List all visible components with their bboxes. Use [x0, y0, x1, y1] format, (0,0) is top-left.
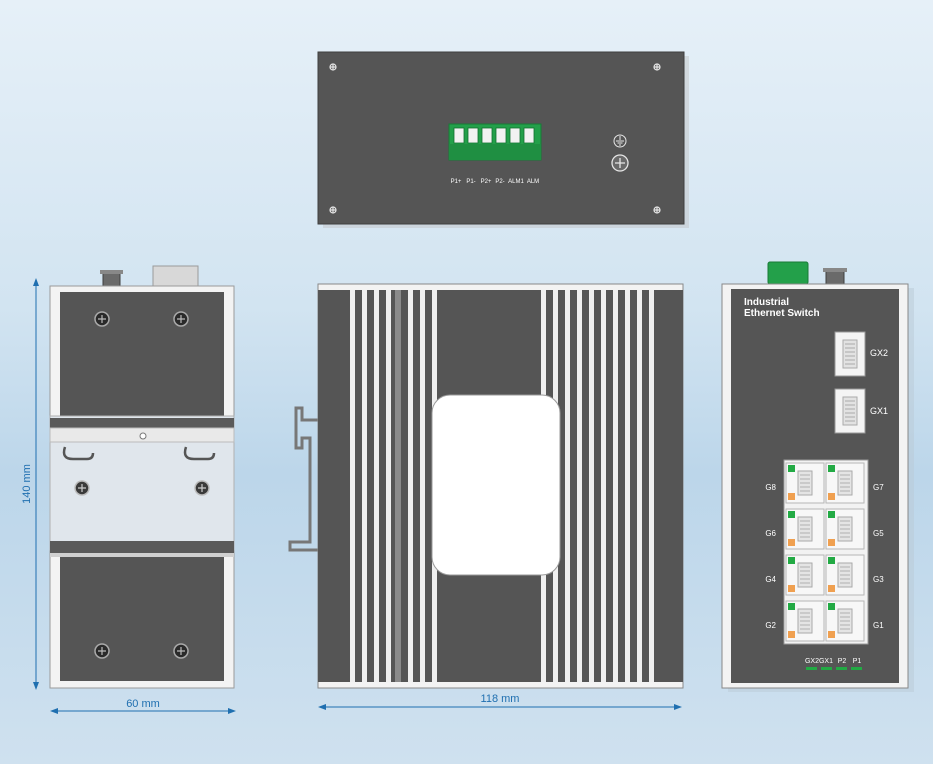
- front-view: Industrial Ethernet Switch GX2 GX1 G8 G6…: [721, 261, 914, 692]
- link-led: [788, 511, 795, 518]
- device-title-line2: Ethernet Switch: [744, 308, 820, 319]
- rj45-port-grid: [785, 462, 865, 642]
- led-label: GX2: [805, 658, 819, 665]
- label-plate: [431, 394, 561, 576]
- link-led: [828, 603, 835, 610]
- side-width-dimension: 60 mm: [50, 698, 236, 714]
- rj45-port-g4[interactable]: [785, 554, 825, 596]
- back-width-dimension: 118 mm: [318, 693, 682, 710]
- led-label: P1: [853, 658, 862, 665]
- terminal-label: ALM: [527, 179, 539, 185]
- ground-icon: [613, 134, 627, 148]
- port-label-right: G1: [873, 621, 884, 630]
- terminal-label: P1-: [466, 179, 475, 185]
- side-width-label: 60 mm: [126, 698, 160, 710]
- led-label: P2: [838, 658, 847, 665]
- link-led: [788, 465, 795, 472]
- link-led: [828, 465, 835, 472]
- activity-led: [828, 493, 835, 500]
- height-dimension: 140 mm: [21, 278, 39, 690]
- terminal-label: P2-: [495, 179, 504, 185]
- sfp-label-gx2: GX2: [870, 348, 888, 358]
- rj45-port-g2[interactable]: [785, 600, 825, 642]
- status-leds: [806, 667, 862, 670]
- activity-led: [828, 631, 835, 638]
- activity-led: [788, 539, 795, 546]
- led-label: GX1: [819, 658, 833, 665]
- back-view: [288, 283, 684, 689]
- rj45-port-g6[interactable]: [785, 508, 825, 550]
- port-label-right: G7: [873, 483, 884, 492]
- port-label-left: G8: [765, 483, 776, 492]
- activity-led: [788, 493, 795, 500]
- terminal-block: [448, 123, 542, 161]
- link-led: [788, 557, 795, 564]
- terminal-label: ALM1: [508, 179, 524, 185]
- rj45-port-g1[interactable]: [825, 600, 865, 642]
- top-view: P1+ P1- P2+ P2- ALM1 ALM: [317, 51, 689, 228]
- link-led: [788, 603, 795, 610]
- side-screw-icons: [74, 311, 210, 659]
- activity-led: [828, 539, 835, 546]
- height-label: 140 mm: [21, 464, 33, 504]
- port-label-left: G6: [765, 529, 776, 538]
- link-led: [828, 557, 835, 564]
- sfp-port-gx2[interactable]: [834, 331, 866, 377]
- terminal-labels: P1+ P1- P2+ P2- ALM1 ALM: [451, 179, 540, 185]
- port-label-left: G4: [765, 575, 776, 584]
- rj45-port-g8[interactable]: [785, 462, 825, 504]
- activity-led: [828, 585, 835, 592]
- rj45-port-g3[interactable]: [825, 554, 865, 596]
- port-label-left: G2: [765, 621, 776, 630]
- port-label-right: G5: [873, 529, 884, 538]
- port-label-right: G3: [873, 575, 884, 584]
- ground-screw-icon: [611, 154, 629, 172]
- activity-led: [788, 631, 795, 638]
- device-title-line1: Industrial: [744, 297, 789, 308]
- power-connector: [767, 261, 809, 285]
- link-led: [828, 511, 835, 518]
- terminal-label: P1+: [451, 179, 462, 185]
- rj45-port-g5[interactable]: [825, 508, 865, 550]
- terminal-label: P2+: [481, 179, 492, 185]
- side-view: [49, 265, 235, 689]
- corner-screw-icons: [329, 63, 661, 214]
- sfp-port-gx1[interactable]: [834, 388, 866, 434]
- rj45-port-g7[interactable]: [825, 462, 865, 504]
- activity-led: [788, 585, 795, 592]
- back-width-label: 118 mm: [481, 693, 520, 705]
- sfp-label-gx1: GX1: [870, 406, 888, 416]
